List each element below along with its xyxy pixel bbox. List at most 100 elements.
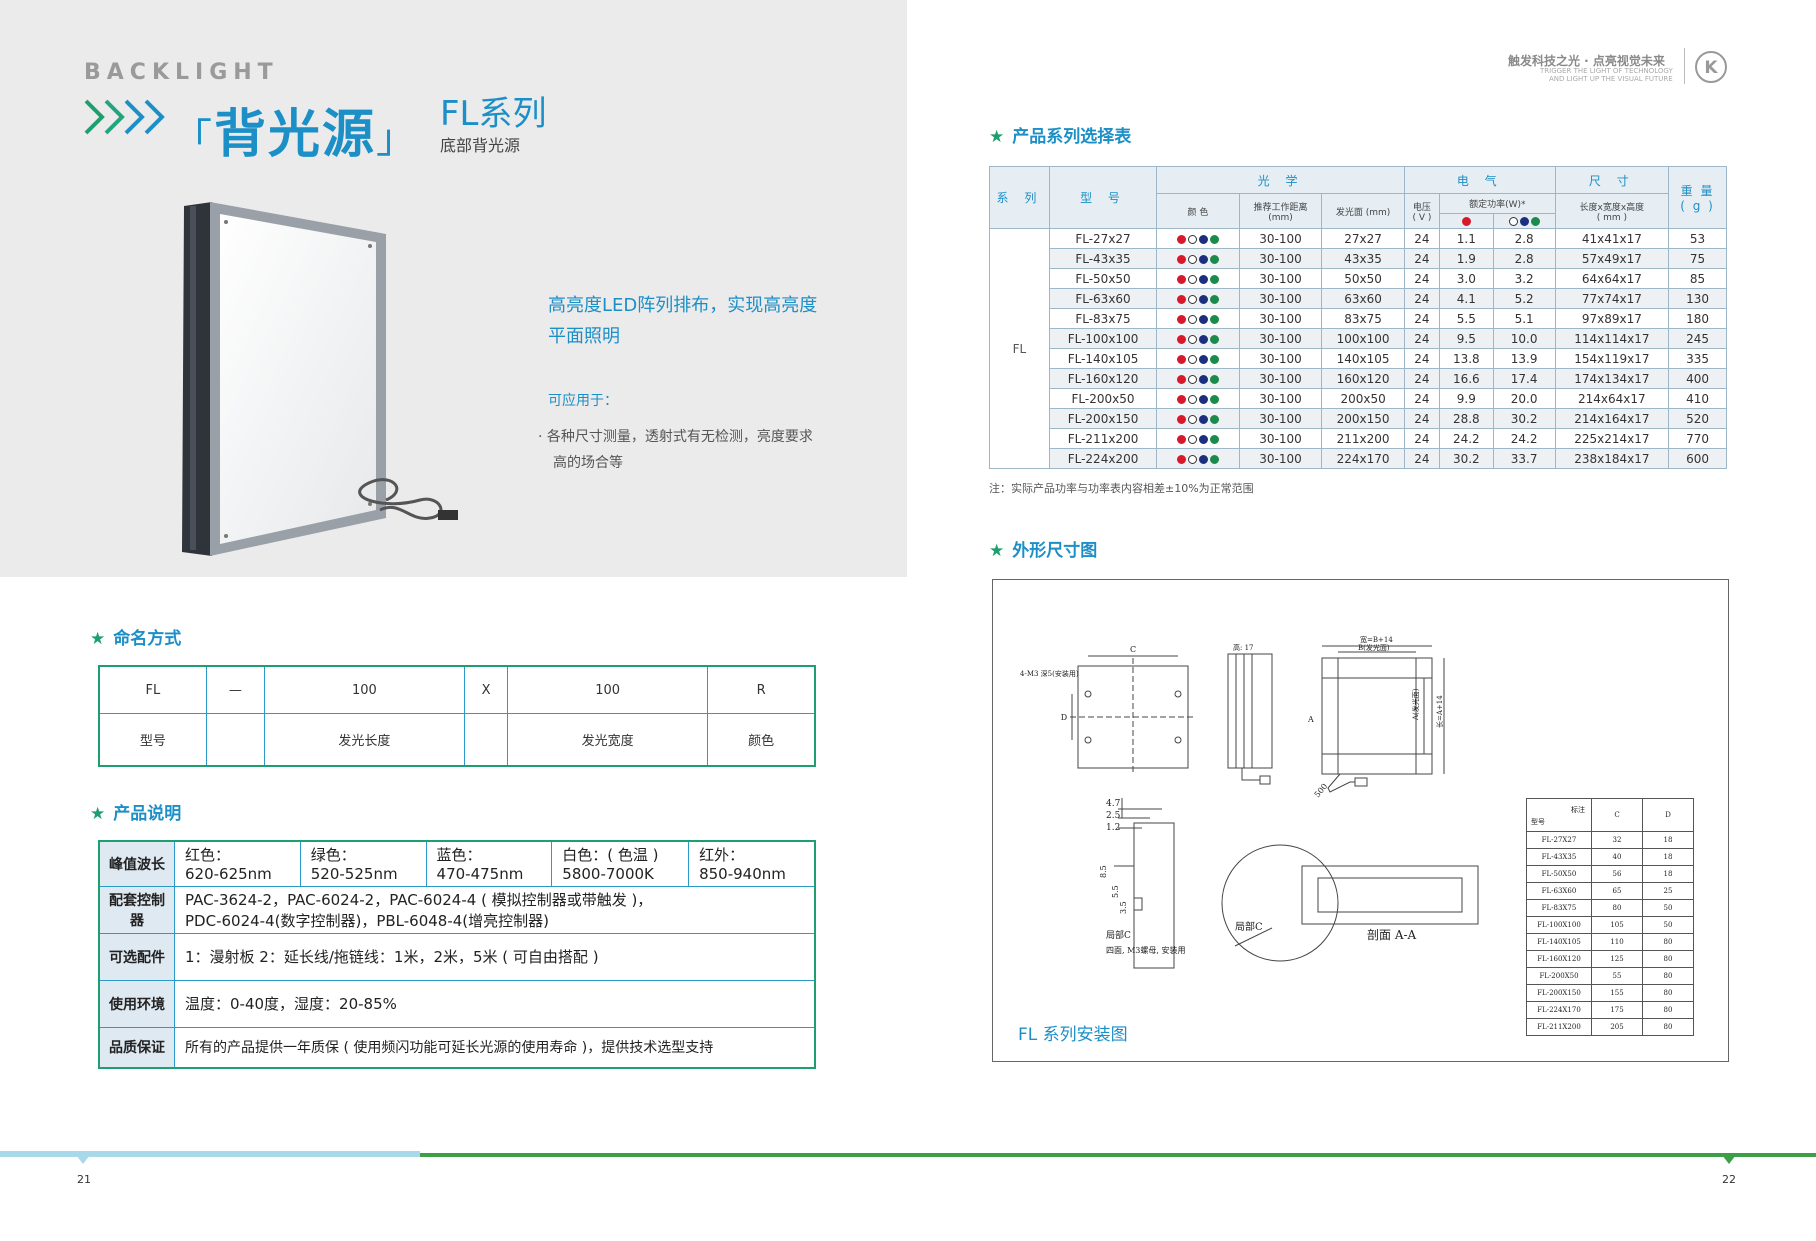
distance-cell: 30-100 xyxy=(1238,228,1323,249)
dims-cell: 238x184x17 xyxy=(1554,448,1670,469)
dimension-d: 80 xyxy=(1642,967,1694,985)
series-title: FL系列 xyxy=(440,94,547,134)
header-color: 颜 色 xyxy=(1156,193,1240,229)
blue-led-icon xyxy=(1198,394,1208,404)
naming-meaning xyxy=(205,713,265,767)
environment-text: 温度：0-40度，湿度：20-85% xyxy=(174,979,816,1028)
dimension-d: 80 xyxy=(1642,1018,1694,1036)
model-cell: FL-43x35 xyxy=(1048,248,1158,269)
power-other-cell: 5.2 xyxy=(1492,288,1556,309)
voltage-cell: 24 xyxy=(1403,268,1440,289)
star-icon: ★ xyxy=(989,127,1005,147)
feature-line: 高亮度LED阵列排布，实现高亮度 xyxy=(548,295,818,316)
power-other-legend xyxy=(1492,213,1556,229)
model-cell: FL-200x50 xyxy=(1048,388,1158,409)
color-cell xyxy=(1156,428,1240,449)
company-logo: K xyxy=(1695,51,1727,83)
blue-led-icon xyxy=(1198,434,1208,444)
dimension-c: 125 xyxy=(1591,950,1643,968)
star-icon: ★ xyxy=(90,629,106,649)
red-led-icon xyxy=(1176,234,1186,244)
blue-led-icon xyxy=(1198,254,1208,264)
feature-line: 平面照明 xyxy=(548,326,620,347)
selection-table: 系 列 型 号 光 学 电 气 尺 寸 重 量( g ) 颜 色 推荐工作距离(… xyxy=(989,166,1727,469)
dimension-d: 18 xyxy=(1642,865,1694,883)
area-cell: 50x50 xyxy=(1321,268,1405,289)
header-weight: 重 量( g ) xyxy=(1668,166,1727,229)
length-label: 长=A+14 xyxy=(1435,695,1444,728)
area-cell: 200x150 xyxy=(1321,408,1405,429)
selection-subheader-row: 颜 色 推荐工作距离(mm) 发光面 (mm) 电压( V ) 额定功率(W)*… xyxy=(990,193,1727,229)
header-area: 发光面 (mm) xyxy=(1321,193,1405,229)
header-power: 额定功率(W)* xyxy=(1438,193,1556,214)
selection-note: 注：实际产品功率与功率表内容相差±10%为正常范围 xyxy=(989,482,1254,495)
distance-cell: 30-100 xyxy=(1238,368,1323,389)
dims-cell: 214x64x17 xyxy=(1554,388,1670,409)
color-cell xyxy=(1156,368,1240,389)
header-electric: 电 气 xyxy=(1403,166,1556,194)
weight-cell: 600 xyxy=(1668,448,1727,469)
area-cell: 140x105 xyxy=(1321,348,1405,369)
dim-12: 1.2 xyxy=(1106,823,1120,833)
logo-letter: K xyxy=(1704,58,1718,78)
blue-led-icon xyxy=(1198,374,1208,384)
dim-85: 8.5 xyxy=(1099,865,1108,878)
green-led-icon xyxy=(1209,454,1219,464)
dimension-d: 18 xyxy=(1642,831,1694,849)
chevron-arrows-icon xyxy=(84,99,165,135)
cable-length-label: 500 xyxy=(1313,782,1330,799)
wavelength-color: 红色： xyxy=(185,846,231,865)
wavelength-cell: 红外：850-940nm xyxy=(688,840,816,887)
dimension-model: FL-27X27 xyxy=(1526,831,1592,849)
dims-cell: 174x134x17 xyxy=(1554,368,1670,389)
model-cell: FL-100x100 xyxy=(1048,328,1158,349)
wavelength-range: 520-525nm xyxy=(310,865,398,884)
power-red-cell: 13.8 xyxy=(1438,348,1494,369)
controller-label: 配套控制器 xyxy=(98,885,175,934)
power-red-cell: 28.8 xyxy=(1438,408,1494,429)
voltage-cell: 24 xyxy=(1403,228,1440,249)
weight-cell: 85 xyxy=(1668,268,1727,289)
distance-cell: 30-100 xyxy=(1238,248,1323,269)
dim-d-label: D xyxy=(1061,713,1067,722)
page-marker-icon xyxy=(1722,1155,1736,1164)
dimension-model: FL-200X150 xyxy=(1526,984,1592,1002)
wavelength-range: 5800-7000K xyxy=(562,865,654,884)
dimension-c: 80 xyxy=(1591,899,1643,917)
outline-drawing: C D 4-M3 深5(安装用) 高: 17 宽=B+14 B(发光面) A(发… xyxy=(1020,635,1479,969)
dimension-model: FL-211X200 xyxy=(1526,1018,1592,1036)
green-led-icon xyxy=(1209,434,1219,444)
power-other-cell: 10.0 xyxy=(1492,328,1556,349)
quality-text: 所有的产品提供一年质保 ( 使用频闪功能可延长光源的使用寿命 )，提供技术选型支… xyxy=(174,1026,816,1069)
title-close-bracket: 」 xyxy=(376,116,419,162)
color-cell xyxy=(1156,288,1240,309)
dim-47: 4.7 xyxy=(1106,799,1121,809)
distance-cell: 30-100 xyxy=(1238,328,1323,349)
red-led-icon xyxy=(1461,217,1471,226)
blue-led-icon xyxy=(1198,274,1208,284)
dimension-c: 55 xyxy=(1591,967,1643,985)
area-cell: 83x75 xyxy=(1321,308,1405,329)
power-other-cell: 24.2 xyxy=(1492,428,1556,449)
wavelength-color: 白色：( 色温 ) xyxy=(562,846,659,865)
hero-panel xyxy=(0,0,907,577)
power-other-cell: 5.1 xyxy=(1492,308,1556,329)
dims-cell: 97x89x17 xyxy=(1554,308,1670,329)
footer-band xyxy=(0,1151,1816,1157)
green-led-icon xyxy=(1209,374,1219,384)
voltage-cell: 24 xyxy=(1403,368,1440,389)
distance-cell: 30-100 xyxy=(1238,428,1323,449)
voltage-cell: 24 xyxy=(1403,388,1440,409)
b-area-label: B(发光面) xyxy=(1358,643,1390,652)
voltage-cell: 24 xyxy=(1403,248,1440,269)
naming-section-title: ★命名方式 xyxy=(90,629,182,649)
naming-meaning: 发光长度 xyxy=(263,713,465,767)
